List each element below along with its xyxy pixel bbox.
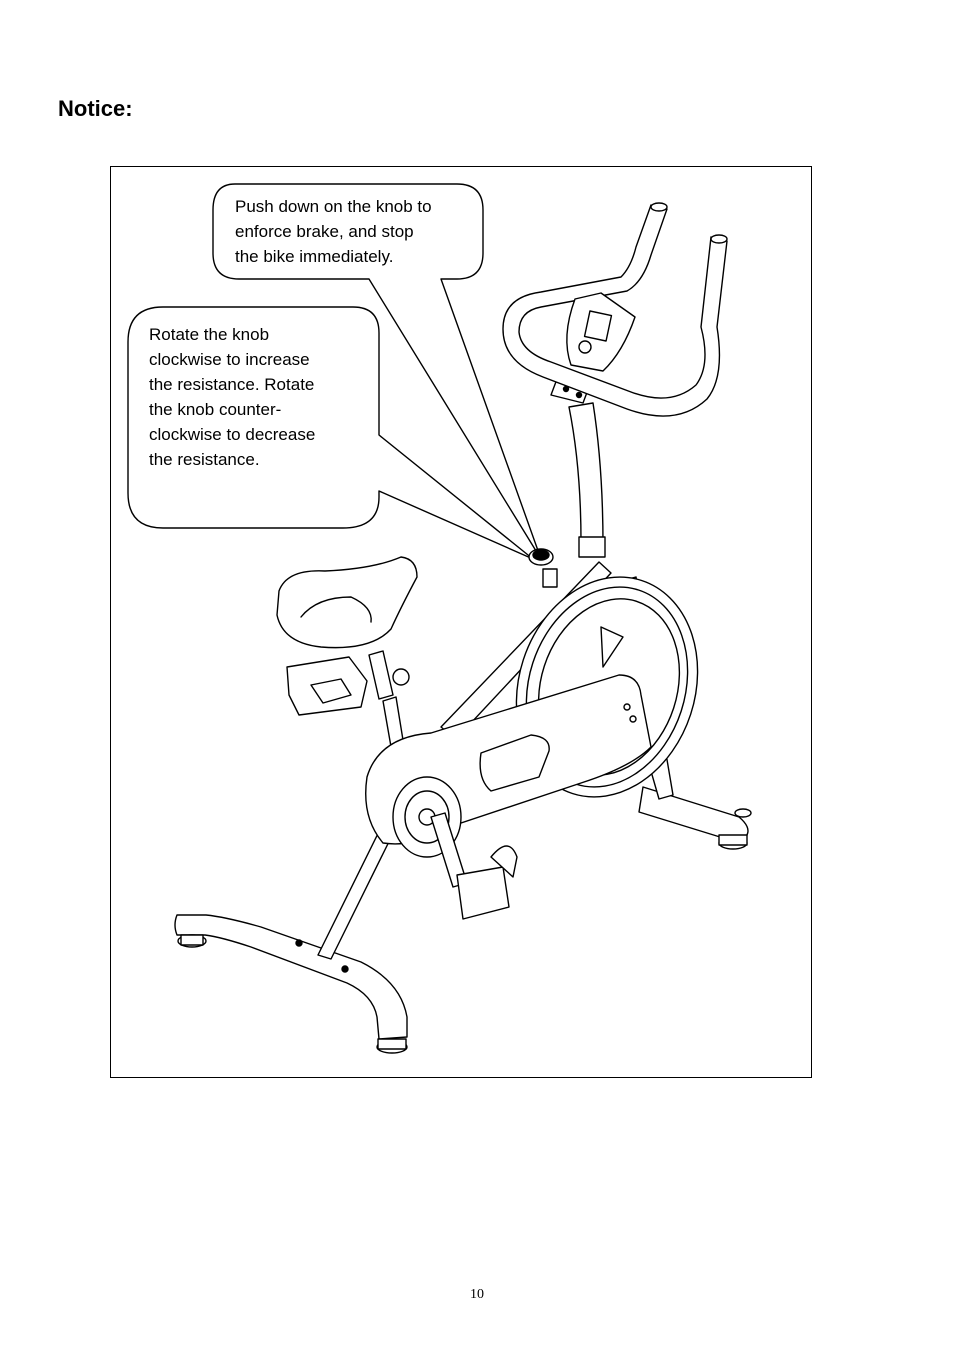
exercise-bike-illustration <box>127 183 752 1054</box>
notice-heading: Notice: <box>58 96 133 121</box>
figure-frame: Push down on the knob to enforce brake, … <box>110 166 812 1078</box>
callout-bubble-resistance <box>127 306 534 560</box>
resistance-knob <box>528 548 558 588</box>
callout-brake-text: Push down on the knob to enforce brake, … <box>235 197 432 266</box>
page-number: 10 <box>470 1287 484 1302</box>
handlebar-post <box>550 378 606 558</box>
rear-stabilizer <box>174 914 408 1054</box>
seat <box>276 556 418 716</box>
belt-guard <box>365 674 652 858</box>
front-stabilizer <box>638 786 752 850</box>
callout-bubble-brake <box>212 183 542 560</box>
handlebars <box>502 202 728 417</box>
callout-resistance-text: Rotate the knob clockwise to increase th… <box>149 325 316 469</box>
pedal-crank <box>430 812 518 920</box>
console <box>566 292 636 372</box>
